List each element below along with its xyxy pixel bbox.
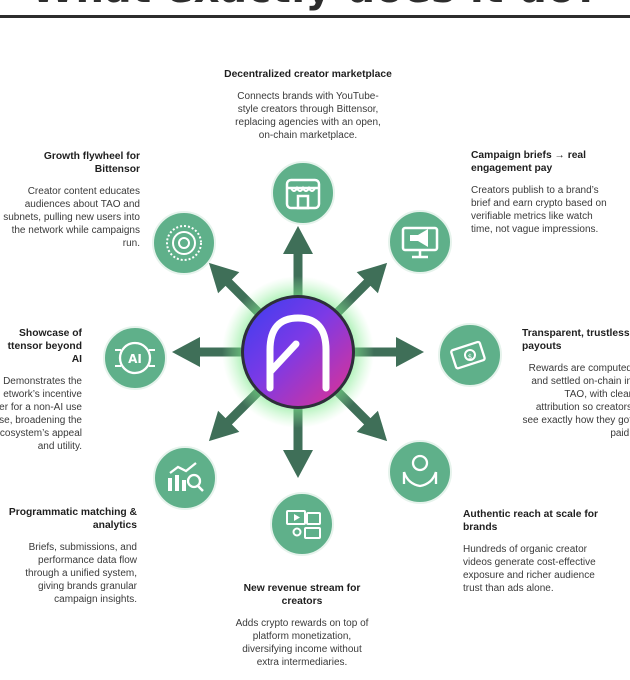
block-matching-body: Briefs, submissions, and performance dat… [25, 542, 137, 605]
svg-text:AI: AI [128, 352, 142, 366]
block-showcase: Showcase of ttensor beyond AI Demonstrat… [0, 327, 82, 453]
analytics-icon [153, 446, 217, 510]
block-flywheel-title: Growth flywheel for Bittensor [43, 151, 140, 175]
block-showcase-title: Showcase of ttensor beyond AI [7, 328, 82, 365]
block-campaign-body: Creators publish to a brand’s brief and … [471, 185, 607, 235]
block-revenue: New revenue stream for creators Adds cry… [232, 582, 372, 669]
center-logo-icon [222, 276, 374, 428]
block-top: Decentralized creator marketplace Connec… [210, 68, 406, 142]
block-matching-title: Programmatic matching & analytics [8, 507, 137, 531]
ai-brain-icon: AI [103, 326, 167, 390]
page-title: What exactly does it do? [0, 0, 630, 12]
block-revenue-body: Adds crypto rewards on top of platform m… [235, 618, 369, 668]
block-campaign: Campaign briefs → real engagement pay Cr… [471, 149, 611, 236]
block-payouts-body: Rewards are computed and settled on-chai… [522, 363, 630, 439]
block-payouts-title: Transparent, trustless payouts [522, 328, 630, 352]
media-gallery-icon [270, 492, 334, 556]
block-reach-title: Authentic reach at scale for brands [463, 509, 599, 533]
block-top-title: Decentralized creator marketplace [224, 69, 392, 80]
block-campaign-title: Campaign briefs → real engagement pay [471, 150, 587, 174]
block-payouts: Transparent, trustless payouts Rewards a… [522, 327, 630, 440]
block-flywheel: Growth flywheel for Bittensor Creator co… [0, 150, 140, 250]
block-showcase-body: Demonstrates the etwork’s incentive er f… [0, 376, 82, 452]
block-revenue-title: New revenue stream for creators [243, 583, 361, 607]
block-top-body: Connects brands with YouTube-style creat… [235, 91, 381, 141]
concentric-circles-icon [152, 211, 216, 275]
svg-text:$: $ [468, 353, 472, 361]
block-matching: Programmatic matching & analytics Briefs… [6, 506, 137, 606]
cash-icon: $ [438, 323, 502, 387]
block-reach: Authentic reach at scale for brands Hund… [463, 508, 603, 595]
block-flywheel-body: Creator content educates audiences about… [3, 186, 140, 249]
title-divider [0, 15, 630, 18]
hands-medal-icon [388, 440, 452, 504]
block-reach-body: Hundreds of organic creator videos gener… [463, 544, 596, 594]
storefront-icon [271, 161, 335, 225]
megaphone-monitor-icon [388, 210, 452, 274]
